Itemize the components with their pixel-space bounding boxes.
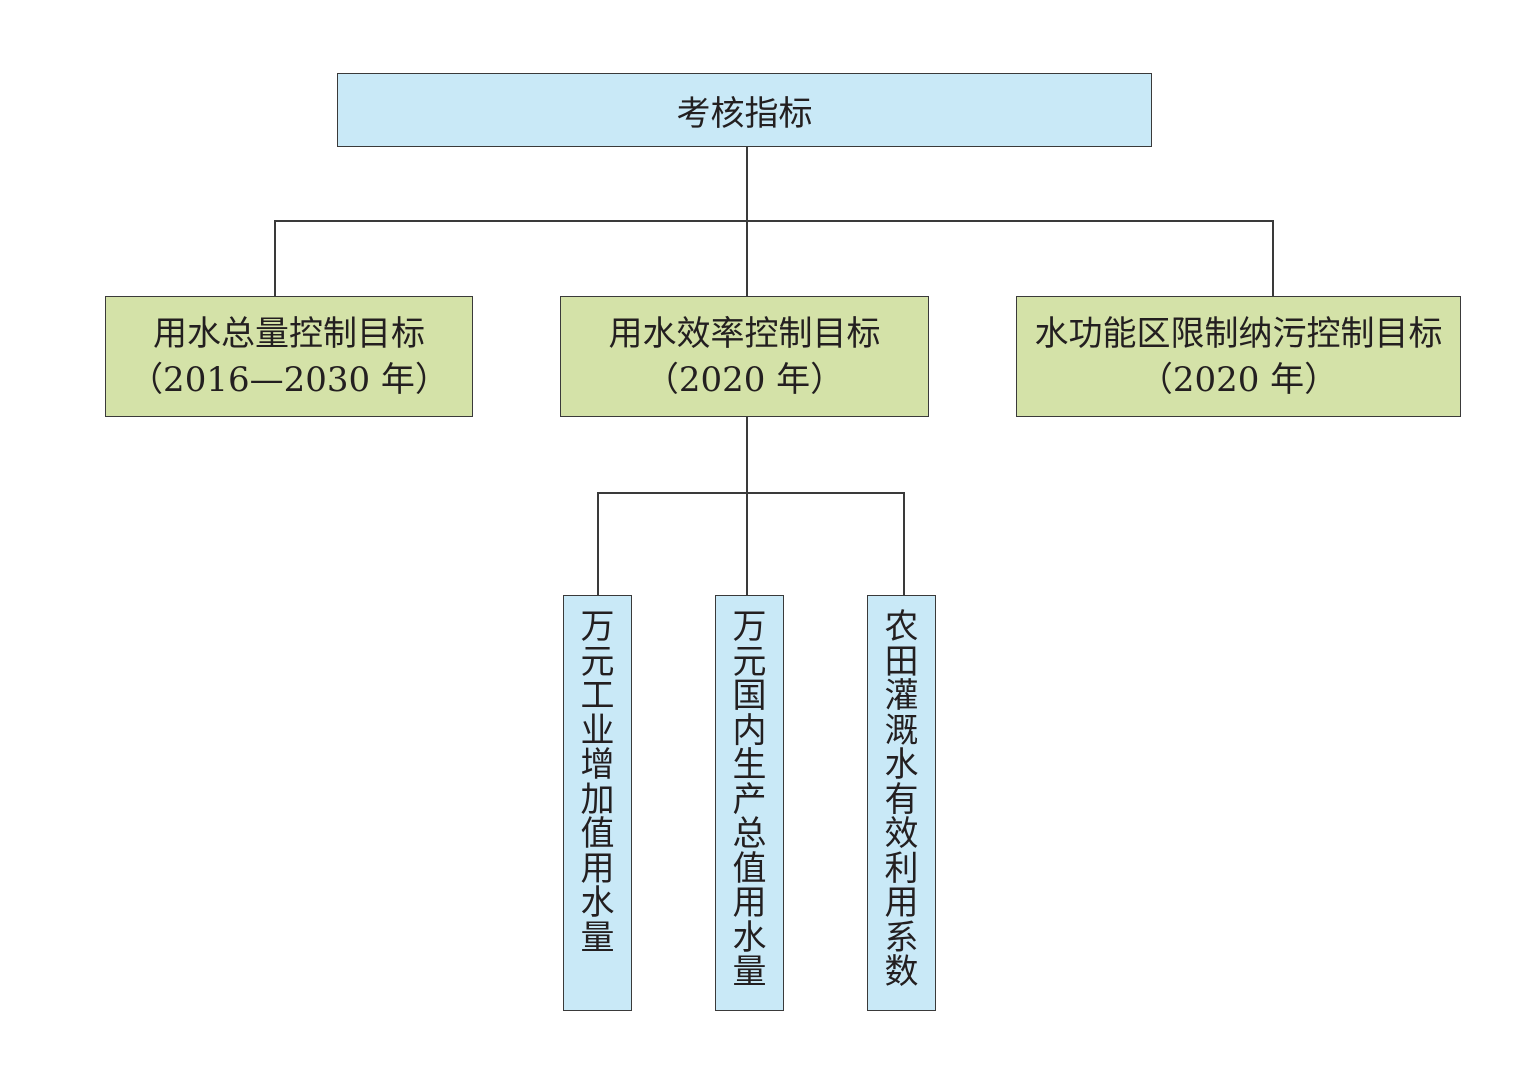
node-irrigation-coefficient: 农田灌溉水有效利用系数 xyxy=(867,595,936,1011)
connector-root-down xyxy=(746,147,748,296)
node-industrial-water-use-label: 万元工业增加值用水量 xyxy=(580,607,615,958)
connector-to-industrial xyxy=(597,492,599,595)
connector-to-pollution xyxy=(1272,220,1274,296)
node-gdp-water-use: 万元国内生产总值用水量 xyxy=(715,595,784,1011)
node-total-water-use: 用水总量控制目标 （2016—2030 年） xyxy=(105,296,473,417)
node-total-water-use-label: 用水总量控制目标 xyxy=(153,313,425,354)
node-water-efficiency: 用水效率控制目标 （2020 年） xyxy=(560,296,929,417)
node-gdp-water-use-label: 万元国内生产总值用水量 xyxy=(732,607,767,992)
node-irrigation-coefficient-label: 农田灌溉水有效利用系数 xyxy=(884,607,919,992)
node-water-efficiency-label: 用水效率控制目标 xyxy=(608,313,881,354)
connector-efficiency-down xyxy=(746,417,748,595)
node-pollution-limit-label: 水功能区限制纳污控制目标 xyxy=(1034,313,1443,354)
root-node: 考核指标 xyxy=(337,73,1152,147)
node-total-water-use-period: （2016—2030 年） xyxy=(129,359,449,400)
connector-level3-bar xyxy=(597,492,904,494)
connector-to-total xyxy=(274,220,276,296)
root-node-label: 考核指标 xyxy=(676,93,813,134)
node-pollution-limit-period: （2020 年） xyxy=(1138,359,1339,400)
node-pollution-limit: 水功能区限制纳污控制目标 （2020 年） xyxy=(1016,296,1461,417)
node-water-efficiency-period: （2020 年） xyxy=(644,359,845,400)
connector-to-irrigation xyxy=(903,492,905,595)
node-industrial-water-use: 万元工业增加值用水量 xyxy=(563,595,632,1011)
connector-level2-bar xyxy=(274,220,1273,222)
